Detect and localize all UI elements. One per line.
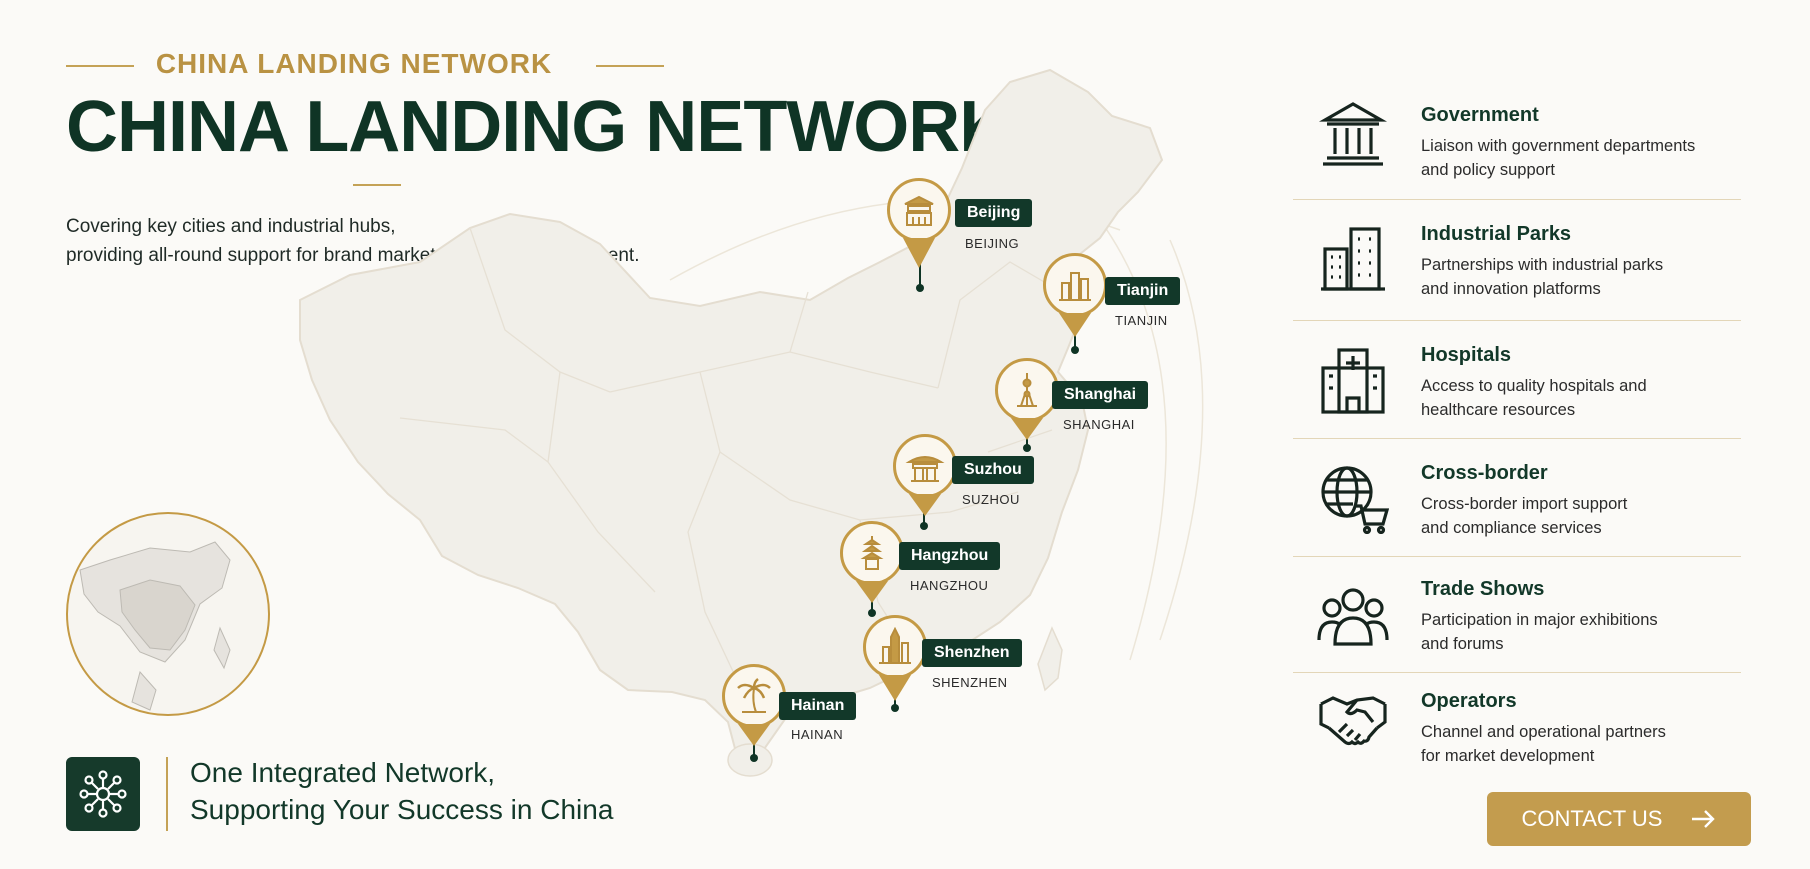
service-title: Cross-border bbox=[1421, 462, 1548, 484]
pin-tianjin[interactable] bbox=[1043, 253, 1115, 337]
service-description: Channel and operational partners for mar… bbox=[1421, 720, 1721, 768]
service-desc-line: Channel and operational partners bbox=[1421, 723, 1666, 741]
city-code-beijing: BEIJING bbox=[965, 236, 1020, 251]
arrow-right-icon bbox=[1692, 810, 1716, 828]
network-hub-icon bbox=[79, 770, 127, 818]
service-title: Hospitals bbox=[1421, 344, 1512, 366]
service-title: Government bbox=[1421, 104, 1539, 126]
pin-point bbox=[856, 581, 888, 603]
city-code-shanghai: SHANGHAI bbox=[1063, 417, 1135, 432]
pin-point bbox=[879, 675, 911, 701]
city-code-hangzhou: HANGZHOU bbox=[910, 578, 989, 593]
pin-shenzhen[interactable] bbox=[863, 615, 935, 701]
subtitle-line: Covering key cities and industrial hubs, bbox=[66, 216, 396, 237]
service-title: Trade Shows bbox=[1421, 578, 1545, 600]
pin-dots bbox=[750, 284, 1079, 762]
taiwan-island bbox=[1037, 626, 1063, 692]
service-industrial-parks: Industrial Parks Partnerships with indus… bbox=[1293, 199, 1741, 321]
tv-tower-icon bbox=[1017, 373, 1037, 407]
service-desc-line: Partnerships with industrial parks bbox=[1421, 256, 1664, 274]
city-label-tianjin: Tianjin bbox=[1105, 277, 1181, 305]
service-description: Access to quality hospitals and healthca… bbox=[1421, 374, 1721, 422]
city-label-hainan: Hainan bbox=[779, 692, 857, 720]
service-hospitals: Hospitals Access to quality hospitals an… bbox=[1293, 320, 1741, 439]
pin-badge bbox=[893, 434, 957, 498]
city-label-beijing: Beijing bbox=[955, 199, 1033, 227]
pavilion-icon bbox=[905, 456, 945, 482]
service-desc-line: and policy support bbox=[1421, 161, 1555, 179]
title-rule bbox=[353, 184, 401, 186]
pin-point bbox=[1059, 313, 1091, 337]
service-desc-line: for market development bbox=[1421, 747, 1595, 765]
globe-cart-icon bbox=[1321, 466, 1389, 534]
palm-tree-icon bbox=[737, 678, 771, 713]
service-government: Government Liaison with government depar… bbox=[1293, 94, 1741, 200]
pin-point bbox=[909, 494, 941, 516]
pin-badge bbox=[722, 664, 786, 728]
pin-point bbox=[738, 724, 770, 746]
handshake-icon bbox=[1319, 696, 1387, 746]
service-desc-line: Access to quality hospitals and bbox=[1421, 377, 1647, 395]
skyscraper-icon bbox=[879, 627, 911, 664]
service-cross-border: Cross-border Cross-border import support… bbox=[1293, 438, 1741, 557]
tagline: One Integrated Network, Supporting Your … bbox=[190, 754, 613, 828]
service-desc-line: and compliance services bbox=[1421, 519, 1602, 537]
service-desc-line: Cross-border import support bbox=[1421, 495, 1628, 513]
government-building-icon bbox=[1318, 102, 1388, 166]
tagline-line: One Integrated Network, bbox=[190, 757, 496, 788]
service-title: Operators bbox=[1421, 690, 1517, 712]
pin-badge bbox=[863, 615, 927, 679]
service-description: Cross-border import support and complian… bbox=[1421, 492, 1721, 540]
pin-badge bbox=[1043, 253, 1107, 317]
service-desc-line: Participation in major exhibitions bbox=[1421, 611, 1658, 629]
office-buildings-icon bbox=[1321, 227, 1385, 291]
service-desc-line: and forums bbox=[1421, 635, 1504, 653]
pin-badge bbox=[995, 358, 1059, 422]
tagline-divider bbox=[166, 757, 168, 831]
pin-badge bbox=[840, 521, 904, 585]
city-label-suzhou: Suzhou bbox=[952, 456, 1034, 484]
people-group-icon bbox=[1317, 588, 1389, 646]
service-description: Liaison with government departments and … bbox=[1421, 134, 1721, 182]
pin-beijing[interactable] bbox=[887, 178, 959, 268]
network-badge bbox=[66, 757, 140, 831]
kicker-line-left bbox=[66, 65, 134, 67]
skyline-icon bbox=[1059, 272, 1091, 301]
city-label-shanghai: Shanghai bbox=[1052, 381, 1149, 409]
hainan-island bbox=[727, 743, 773, 777]
kicker-line-right bbox=[596, 65, 664, 67]
city-code-hainan: HAINAN bbox=[791, 727, 844, 742]
inset-asia-map bbox=[79, 541, 231, 711]
pagoda-icon bbox=[860, 536, 884, 570]
service-operators: Operators Channel and operational partne… bbox=[1293, 672, 1741, 772]
city-code-tianjin: TIANJIN bbox=[1115, 313, 1168, 328]
section-kicker: CHINA LANDING NETWORK bbox=[155, 48, 553, 79]
pin-badge bbox=[887, 178, 951, 242]
pin-point bbox=[1011, 418, 1043, 440]
service-desc-line: healthcare resources bbox=[1421, 401, 1576, 419]
temple-gate-icon bbox=[904, 195, 934, 226]
page-title: CHINA LANDING NETWORK bbox=[66, 87, 1011, 167]
service-desc-line: and innovation platforms bbox=[1421, 280, 1601, 298]
service-trade-shows: Trade Shows Participation in major exhib… bbox=[1293, 556, 1741, 673]
city-code-shenzhen: SHENZHEN bbox=[932, 675, 1008, 690]
service-desc-line: Liaison with government departments bbox=[1421, 137, 1696, 155]
contact-us-label: CONTACT US bbox=[1521, 806, 1663, 831]
hospital-icon bbox=[1321, 348, 1385, 414]
pin-point bbox=[903, 238, 935, 268]
city-label-hangzhou: Hangzhou bbox=[899, 542, 1001, 570]
contact-us-button[interactable]: CONTACT US bbox=[1487, 792, 1751, 846]
city-label-shenzhen: Shenzhen bbox=[922, 639, 1022, 667]
service-description: Participation in major exhibitions and f… bbox=[1421, 608, 1721, 656]
service-title: Industrial Parks bbox=[1421, 223, 1572, 245]
service-description: Partnerships with industrial parks and i… bbox=[1421, 253, 1721, 301]
city-code-suzhou: SUZHOU bbox=[962, 492, 1020, 507]
tagline-line: Supporting Your Success in China bbox=[190, 794, 614, 825]
